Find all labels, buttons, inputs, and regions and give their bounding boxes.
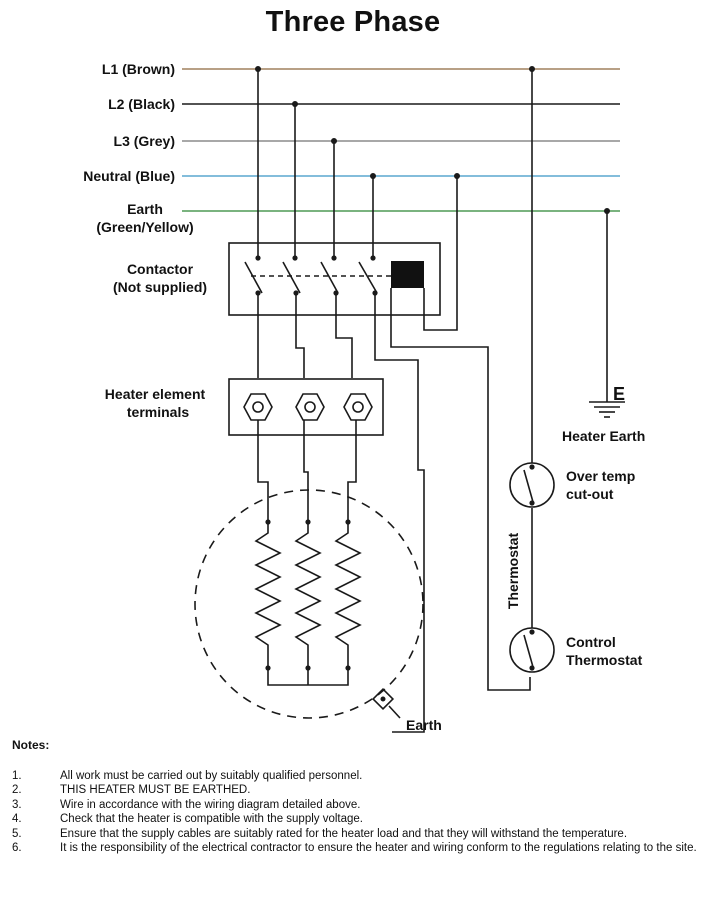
label-neutral: Neutral (Blue) bbox=[83, 168, 175, 184]
note-number: 5. bbox=[12, 827, 22, 840]
junction-dots bbox=[255, 66, 610, 296]
note-number: 2. bbox=[12, 784, 22, 796]
note-item: 5. Ensure that the supply cables are sui… bbox=[12, 827, 702, 842]
heater-element-enclosure bbox=[194, 489, 424, 719]
diagram-title: Three Phase bbox=[265, 6, 441, 38]
label-heater-earth: Heater Earth bbox=[562, 428, 645, 444]
contactor-wiring bbox=[244, 69, 531, 733]
label-over-temp: Over temp bbox=[566, 468, 635, 484]
label-cut-out: cut-out bbox=[566, 486, 614, 502]
element-wiring bbox=[254, 420, 362, 686]
element-earth-dot bbox=[380, 696, 386, 702]
label-control-thermostat: Thermostat bbox=[566, 652, 643, 668]
label-element-earth: Earth bbox=[406, 717, 442, 733]
label-l2: L2 (Black) bbox=[108, 96, 175, 112]
label-control: Control bbox=[566, 634, 616, 650]
terminal-nuts bbox=[243, 393, 373, 421]
label-l1: L1 (Brown) bbox=[102, 61, 175, 77]
note-number: 6. bbox=[12, 842, 22, 854]
label-thermostat-vertical: Thermostat bbox=[505, 533, 521, 610]
note-item: 3. Wire in accordance with the wiring di… bbox=[12, 798, 702, 813]
heater-terminal-block bbox=[228, 378, 384, 436]
note-number: 4. bbox=[12, 813, 22, 825]
label-earth-color: (Green/Yellow) bbox=[96, 219, 193, 235]
note-item: 1. All work must be carried out by suita… bbox=[12, 769, 702, 784]
note-text: All work must be carried out by suitably… bbox=[60, 769, 363, 782]
over-temp-cutout-switch bbox=[509, 462, 555, 508]
label-contactor: Contactor bbox=[127, 261, 194, 277]
note-text: Wire in accordance with the wiring diagr… bbox=[60, 798, 361, 811]
heater-earth-symbol bbox=[589, 211, 625, 418]
note-text: THIS HEATER MUST BE EARTHED. bbox=[60, 784, 251, 796]
label-earth: Earth bbox=[127, 201, 163, 217]
control-thermostat-switch bbox=[509, 627, 555, 673]
element-earth-symbol bbox=[371, 687, 401, 719]
wiring-diagram: L1 (Brown) L2 (Black) L3 (Grey) Neutral … bbox=[83, 61, 645, 733]
note-text: Check that the heater is compatible with… bbox=[60, 813, 364, 825]
note-text: Ensure that the supply cables are suitab… bbox=[60, 827, 628, 840]
note-text: It is the responsibility of the electric… bbox=[60, 842, 697, 854]
note-item: 4. Check that the heater is compatible w… bbox=[12, 812, 702, 827]
element-dots bbox=[265, 519, 351, 671]
note-item: 6. It is the responsibility of the elect… bbox=[12, 841, 702, 856]
label-contactor-note: (Not supplied) bbox=[113, 279, 207, 295]
label-l3: L3 (Grey) bbox=[114, 133, 175, 149]
label-earth-symbol-e: E bbox=[613, 384, 625, 404]
note-number: 3. bbox=[12, 798, 22, 811]
notes-section: Notes: 1. All work must be carried out b… bbox=[12, 738, 702, 856]
note-item: 2. THIS HEATER MUST BE EARTHED. bbox=[12, 783, 702, 798]
label-heater-terminals-2: terminals bbox=[127, 404, 189, 420]
notes-heading: Notes: bbox=[12, 738, 50, 752]
note-number: 1. bbox=[12, 769, 22, 782]
label-heater-terminals: Heater element bbox=[105, 386, 206, 402]
contactor-coil bbox=[391, 261, 424, 288]
